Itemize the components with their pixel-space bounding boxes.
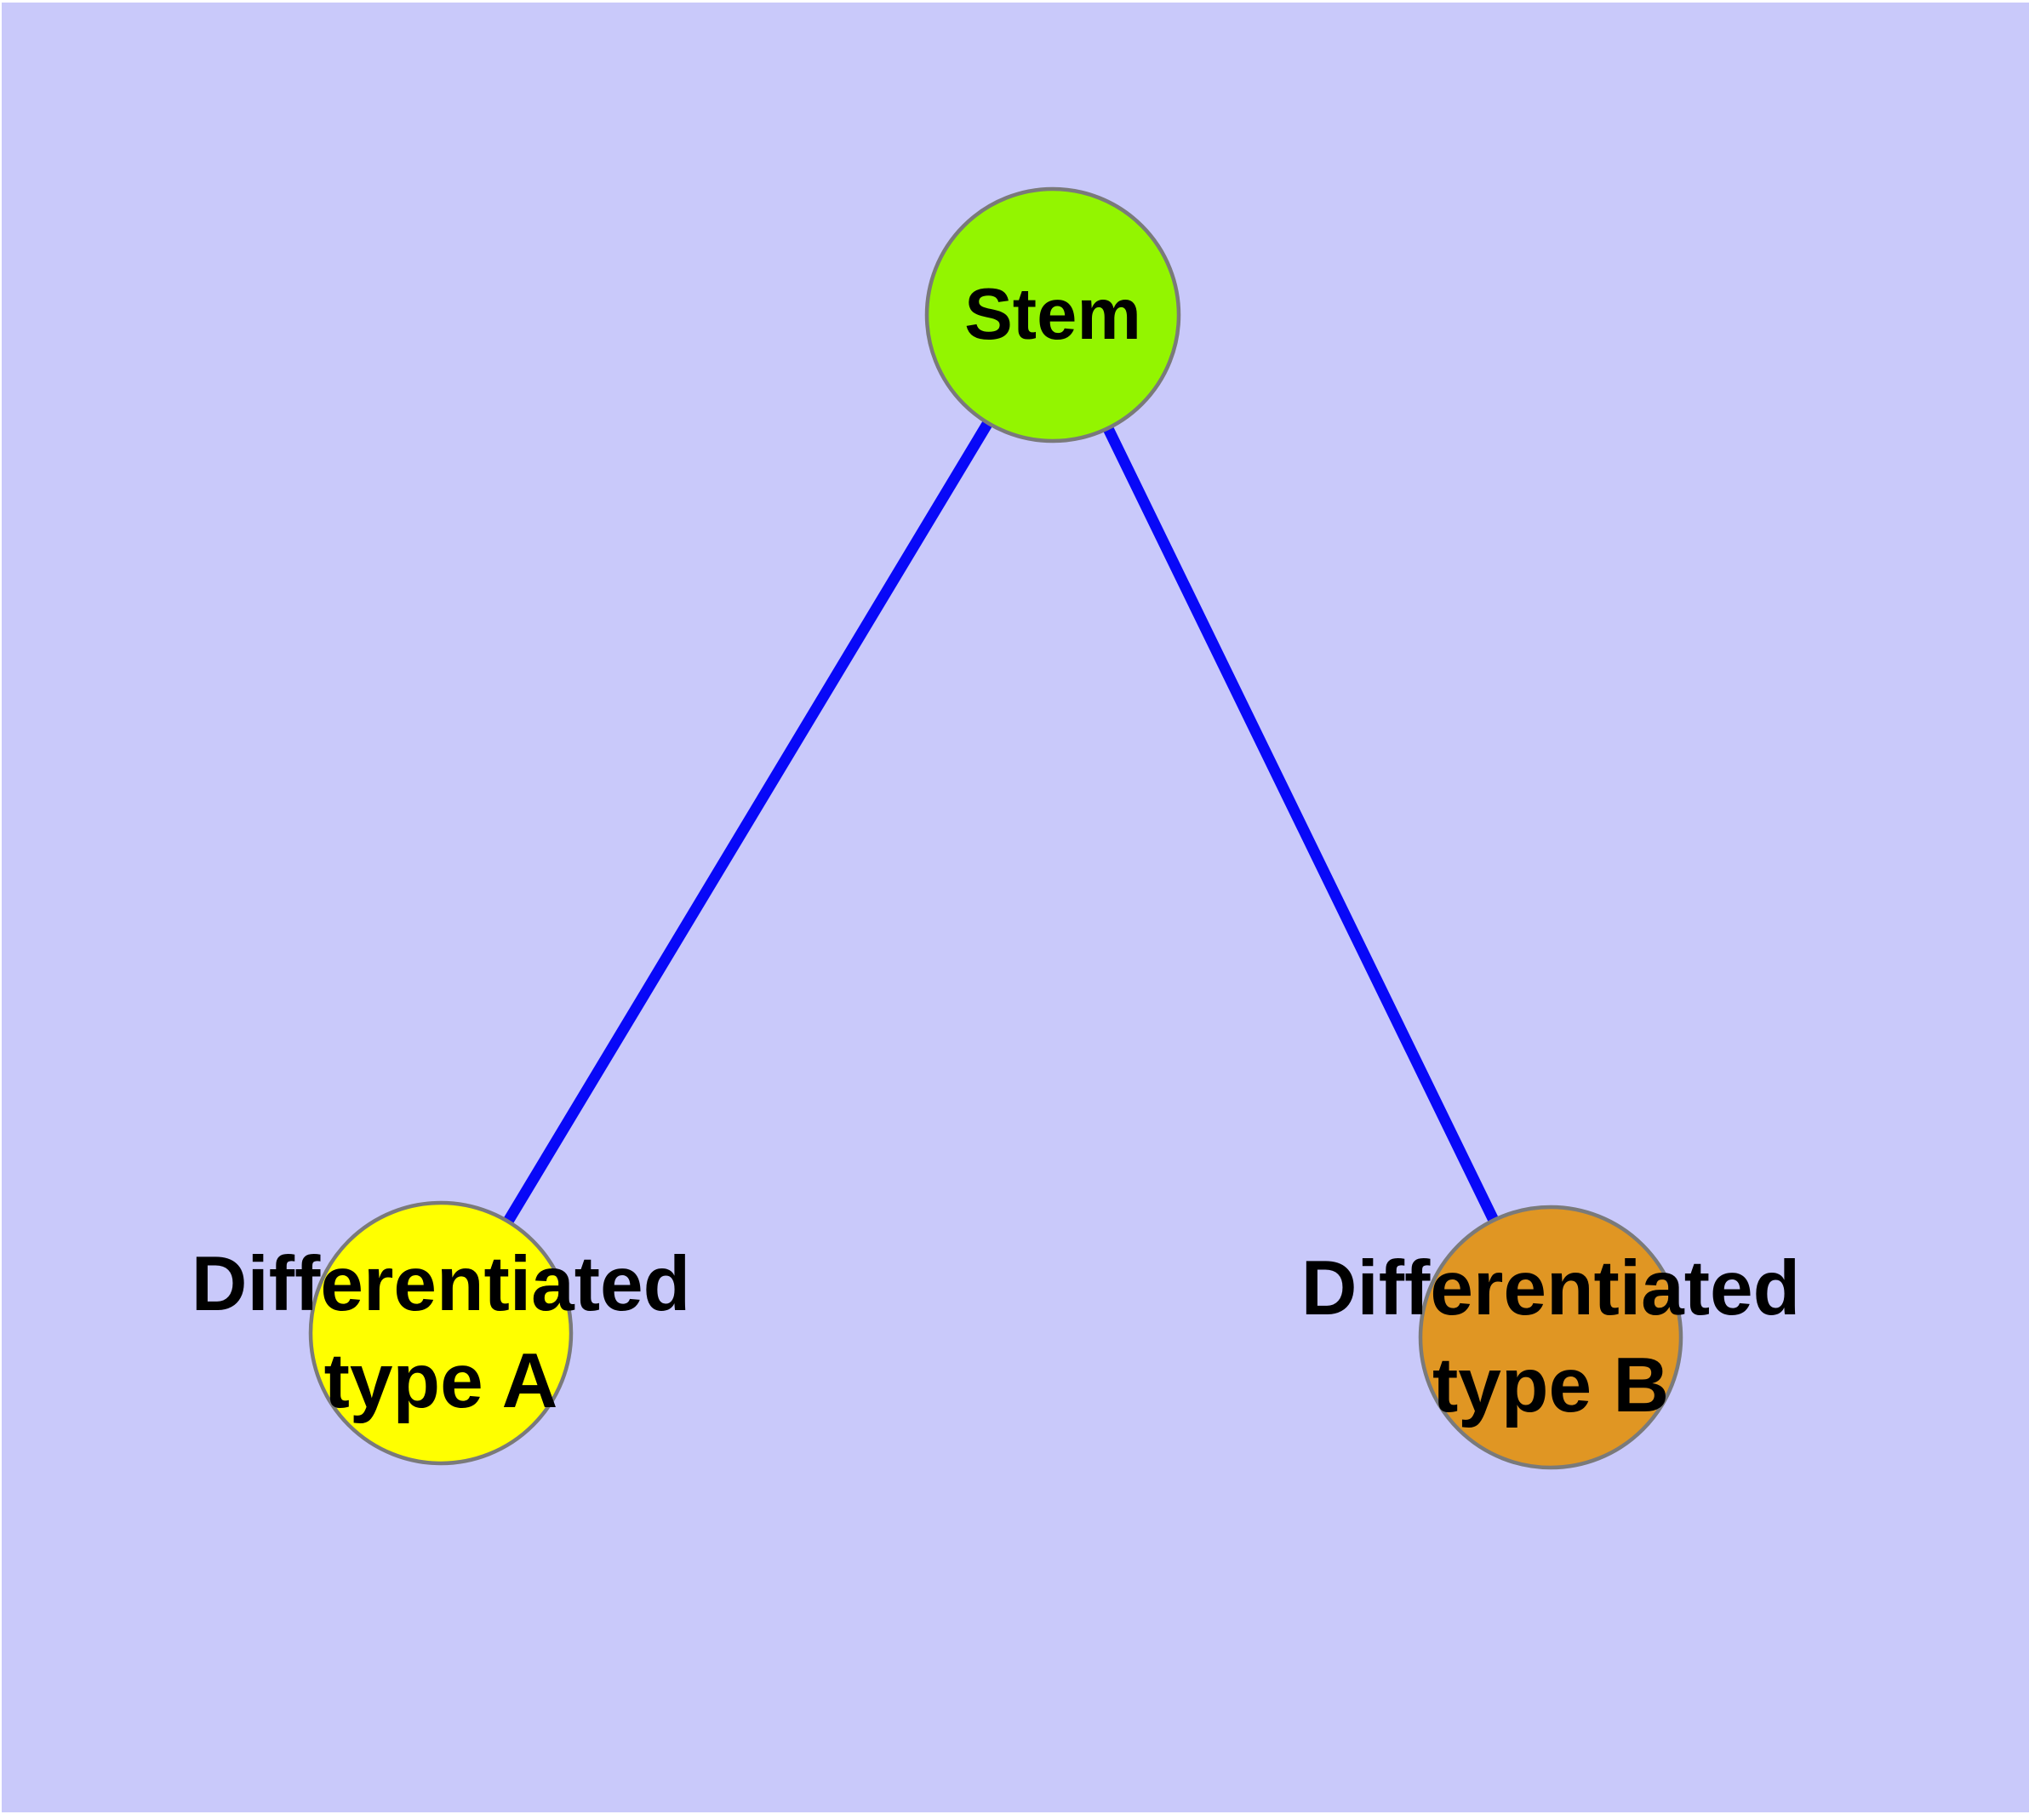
type-a-label-line2: type A xyxy=(323,1338,558,1424)
edge-stem-to-typeA xyxy=(436,312,1058,1336)
type-a-node-label: Differentiated type A xyxy=(191,1236,691,1430)
node-circle-typeB xyxy=(1418,1205,1683,1470)
type-b-label-line2: type B xyxy=(1432,1342,1670,1428)
type-b-label-line1: Differentiated xyxy=(1300,1245,1801,1331)
node-circle-stem xyxy=(924,186,1181,444)
type-b-node-label: Differentiated type B xyxy=(1301,1240,1801,1434)
stem-node-label: Stem xyxy=(964,272,1141,358)
node-circle-typeA xyxy=(308,1200,574,1466)
type-a-label-line1: Differentiated xyxy=(191,1241,691,1327)
stem-label-text: Stem xyxy=(964,274,1141,355)
edge-stem-to-typeB xyxy=(1048,312,1556,1340)
